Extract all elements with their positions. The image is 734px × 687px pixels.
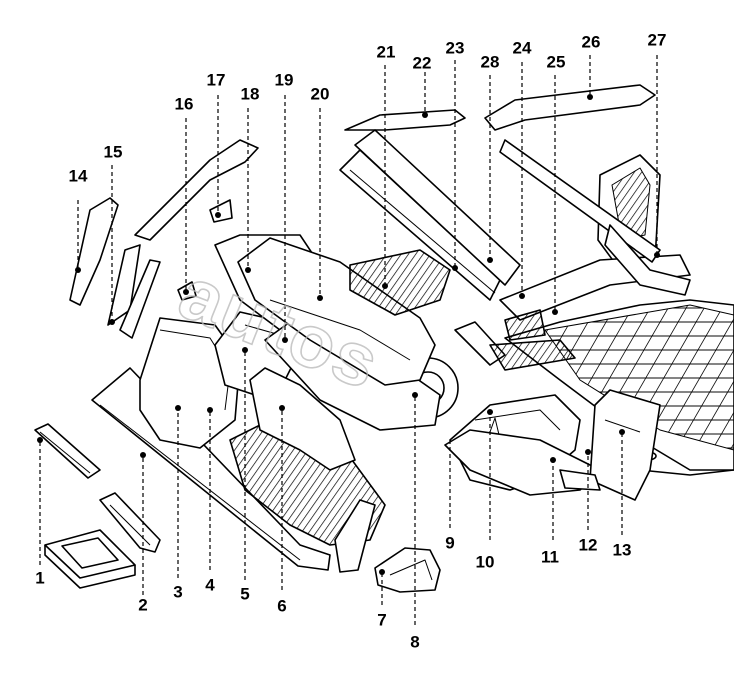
part-1 [34, 423, 136, 589]
callout-22: 22 [412, 53, 432, 73]
callout-26: 26 [581, 32, 601, 52]
callout-4: 4 [205, 575, 215, 595]
callout-16: 16 [174, 94, 194, 114]
callout-3: 3 [173, 582, 183, 602]
callout-6: 6 [277, 596, 287, 616]
part-4 [139, 317, 241, 449]
part-6 [229, 367, 386, 546]
callout-2: 2 [138, 595, 148, 615]
part-25 [499, 139, 661, 263]
callout-7: 7 [377, 610, 387, 630]
part-7 [374, 547, 441, 593]
callout-21: 21 [376, 42, 396, 62]
callout-13: 13 [612, 540, 632, 560]
callout-15: 15 [103, 142, 123, 162]
callout-20: 20 [310, 84, 330, 104]
part-27 [604, 224, 691, 296]
callout-28: 28 [480, 52, 500, 72]
callout-17: 17 [206, 70, 226, 90]
callout-14: 14 [68, 166, 88, 186]
callout-8: 8 [410, 632, 420, 652]
part-15 [107, 244, 161, 339]
callout-9: 9 [445, 533, 455, 553]
callout-dots [37, 94, 660, 575]
callout-11: 11 [541, 547, 559, 567]
part-22 [344, 109, 466, 131]
part-17 [134, 139, 259, 241]
callout-25: 25 [546, 52, 566, 72]
callout-5: 5 [240, 584, 250, 604]
callout-24: 24 [512, 38, 532, 58]
part-23 [349, 129, 521, 316]
callout-23: 23 [445, 38, 465, 58]
leader-lines [39, 55, 658, 625]
callout-10: 10 [475, 552, 495, 572]
callout-19: 19 [274, 70, 294, 90]
part-12 [559, 469, 601, 491]
callout-12: 12 [578, 535, 598, 555]
part-9 [454, 321, 576, 371]
part-20 [237, 237, 436, 386]
part-26 [484, 84, 656, 131]
part-13 [589, 389, 661, 501]
callout-18: 18 [240, 84, 260, 104]
callout-1: 1 [35, 568, 45, 588]
callout-27: 27 [647, 30, 667, 50]
part-14 [69, 197, 119, 306]
